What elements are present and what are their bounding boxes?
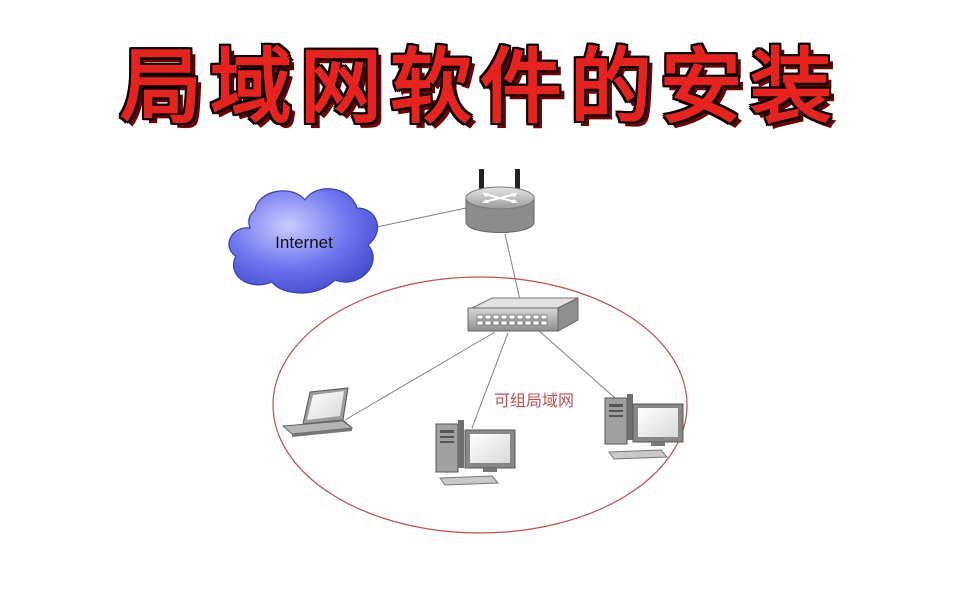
switch-desktop-center-link	[471, 332, 509, 429]
switch-laptop-link	[344, 331, 496, 421]
lan-boundary-ellipse	[272, 276, 688, 534]
desktop-computer-icon	[604, 394, 684, 460]
network-switch-icon	[467, 297, 579, 332]
router-switch-link	[504, 233, 521, 301]
lan-label: 可组局域网	[494, 391, 574, 410]
switch-desktop-right-link	[537, 329, 616, 399]
internet-cloud-icon: Internet	[228, 188, 378, 294]
page-title: 局域网软件的安装	[119, 40, 840, 135]
internet-label: Internet	[275, 233, 333, 252]
laptop-icon	[281, 387, 354, 437]
router-icon	[465, 169, 535, 233]
desktop-computer-icon	[435, 420, 516, 486]
cloud-router-link	[371, 207, 467, 229]
connection-lines	[344, 207, 616, 429]
